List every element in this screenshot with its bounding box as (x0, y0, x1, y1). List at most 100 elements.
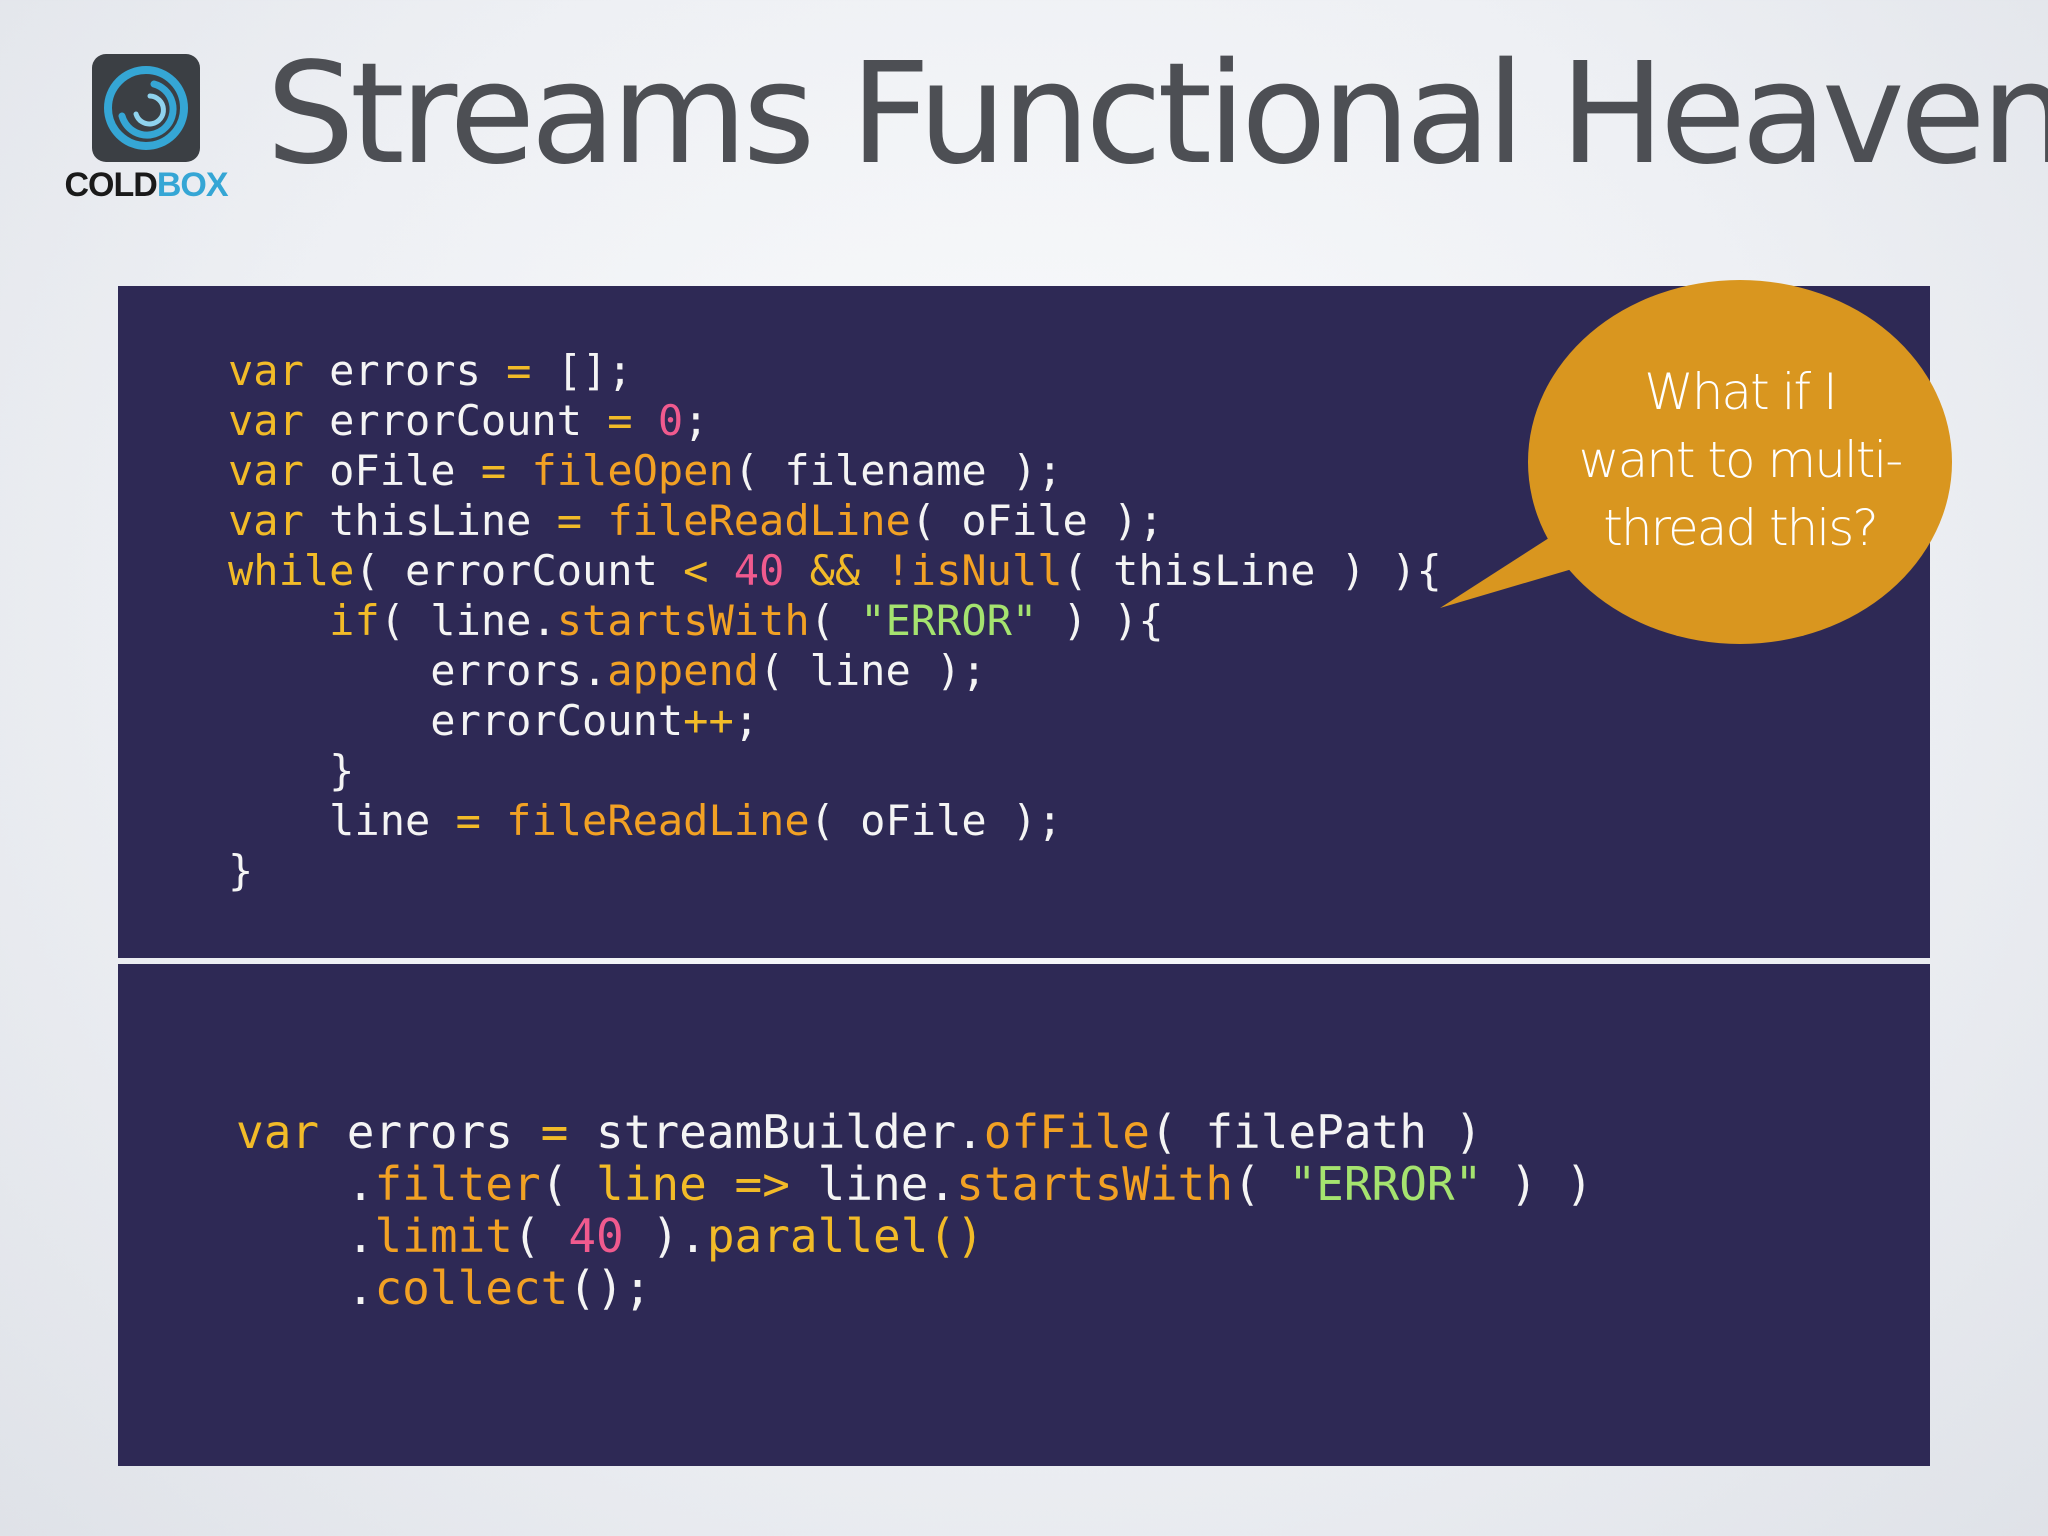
code-line: errorCount++; (228, 696, 759, 745)
callout-bubble: What if I want to multi-thread this? (1440, 278, 1960, 648)
code-line: errors.append( line ); (228, 646, 987, 695)
code-token: ; (683, 396, 709, 445)
code-token: = (455, 796, 481, 845)
code-token: errorCount (228, 696, 684, 745)
code-line: var errors = []; (228, 346, 633, 395)
code-token: var (228, 446, 304, 495)
code-token: (); (568, 1261, 652, 1315)
code-line: while( errorCount < 40 && !isNull( thisL… (228, 546, 1442, 595)
code-token: ( line. (379, 596, 557, 645)
code-token: !isNull (885, 546, 1063, 595)
code-token: errors (319, 1105, 541, 1159)
code-token: ( line ); (759, 646, 987, 695)
code-token: } (228, 746, 355, 795)
code-line: var oFile = fileOpen( filename ); (228, 446, 1063, 495)
code-token: ). (623, 1209, 707, 1263)
code-token: = (506, 346, 532, 395)
code-token (228, 596, 329, 645)
code-token: line. (789, 1157, 957, 1211)
code-token: ( (512, 1209, 569, 1263)
coldbox-wordmark: COLDBOX (58, 166, 234, 205)
code-token: && (809, 546, 861, 595)
code-token: startsWith (956, 1157, 1234, 1211)
code-token: ) ){ (1037, 596, 1164, 645)
code-token: } (228, 846, 254, 895)
code-line: .collect(); (236, 1261, 652, 1315)
code-token (633, 396, 658, 445)
code-token: ( (809, 596, 861, 645)
code-token: startsWith (556, 596, 810, 645)
code-token (582, 496, 607, 545)
code-token: append (607, 646, 760, 695)
code-token: line => (596, 1157, 790, 1211)
code-token (506, 446, 531, 495)
code-line: var thisLine = fileReadLine( oFile ); (228, 496, 1164, 545)
code-token: []; (531, 346, 633, 395)
code-token: < (683, 546, 709, 595)
code-token (481, 796, 506, 845)
callout-line-3: thread this? (1603, 499, 1879, 557)
code-line: var errorCount = 0; (228, 396, 708, 445)
code-token: = (540, 1105, 569, 1159)
stream-code-block: var errors = streamBuilder.ofFile( fileP… (236, 1106, 1593, 1314)
code-token: if (329, 596, 380, 645)
code-token: ( thisLine ) ){ (1062, 546, 1442, 595)
code-token: var (228, 346, 304, 395)
code-token: var (236, 1105, 320, 1159)
code-token: var (228, 396, 304, 445)
imperative-code-block: var errors = []; var errorCount = 0; var… (228, 346, 1442, 896)
code-token: fileReadLine (607, 496, 911, 545)
code-line: } (228, 846, 253, 895)
code-line: .filter( line => line.startsWith( "ERROR… (236, 1157, 1593, 1211)
code-token (860, 546, 885, 595)
code-token: ofFile (983, 1105, 1150, 1159)
callout-line-2: want to multi- (1578, 431, 1904, 489)
code-token: filter (374, 1157, 541, 1211)
code-token: 40 (568, 1209, 624, 1263)
code-token: ( (540, 1157, 597, 1211)
code-token (784, 546, 809, 595)
speech-bubble-shape (1440, 280, 1952, 644)
coldbox-logo: COLDBOX (58, 54, 234, 204)
callout-line-1: What if I (1644, 363, 1837, 421)
stream-code-panel: var errors = streamBuilder.ofFile( fileP… (118, 964, 1930, 1466)
coldbox-swirl-icon (92, 54, 200, 162)
code-line: .limit( 40 ).parallel() (236, 1209, 984, 1263)
code-line: line = fileReadLine( oFile ); (228, 796, 1062, 845)
code-line: if( line.startsWith( "ERROR" ) ){ (228, 596, 1164, 645)
code-token: var (228, 496, 304, 545)
code-token: ( errorCount (354, 546, 684, 595)
code-token: oFile (303, 446, 481, 495)
code-token: ( filePath ) (1149, 1105, 1483, 1159)
code-token: . (236, 1209, 375, 1263)
code-token: 0 (657, 396, 684, 445)
callout-text: What if I want to multi-thread this? (1560, 358, 1920, 562)
code-token: . (236, 1261, 375, 1315)
code-token: . (236, 1157, 375, 1211)
logo-text-cold: COLD (64, 166, 157, 204)
code-line: var errors = streamBuilder.ofFile( fileP… (236, 1105, 1482, 1159)
code-token: streamBuilder. (568, 1105, 984, 1159)
logo-text-box: BOX (156, 166, 229, 204)
code-token: ++ (683, 696, 734, 745)
code-token: line (228, 796, 456, 845)
code-line: } (228, 746, 354, 795)
code-token: = (556, 496, 583, 545)
code-token: = (480, 446, 507, 495)
code-token: ( filename ); (733, 446, 1063, 495)
imperative-code-panel: var errors = []; var errorCount = 0; var… (118, 286, 1930, 958)
code-token: collect (374, 1261, 569, 1315)
code-token: = (607, 396, 633, 445)
code-token: ( (1233, 1157, 1289, 1211)
code-token: "ERROR" (860, 596, 1038, 645)
code-token: ) ) (1482, 1157, 1594, 1211)
code-token: 40 (733, 546, 785, 595)
code-token: parallel() (706, 1209, 984, 1263)
code-token: errorCount (303, 396, 608, 445)
code-token: limit (374, 1209, 513, 1263)
code-token: thisLine (303, 496, 557, 545)
code-token (708, 546, 733, 595)
code-token: ( oFile ); (910, 496, 1164, 545)
code-token: "ERROR" (1288, 1157, 1483, 1211)
code-token: ; (733, 696, 760, 745)
